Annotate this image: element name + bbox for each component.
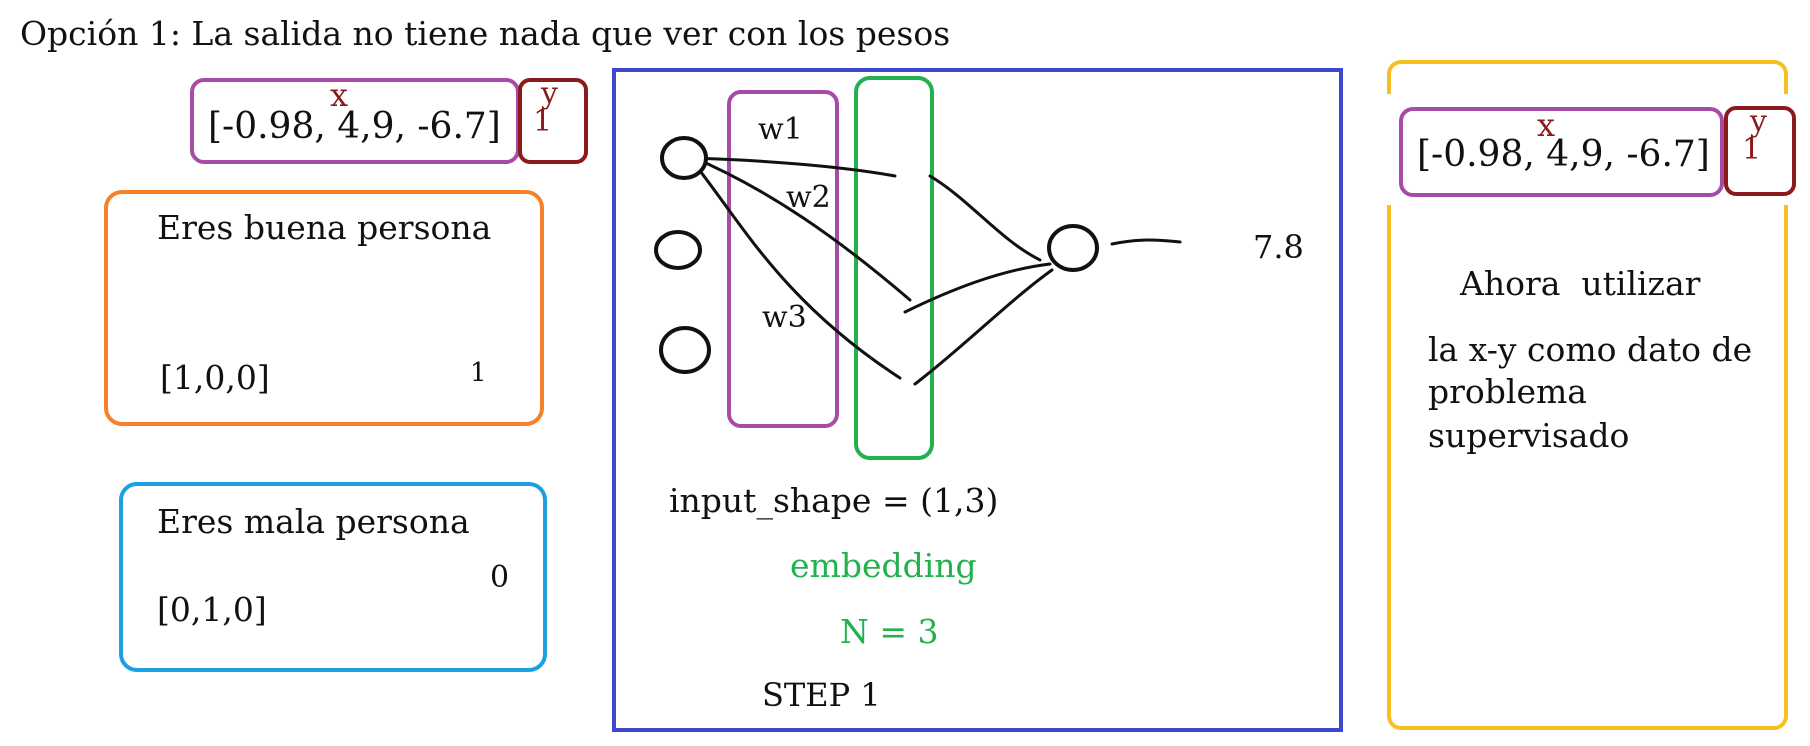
positive-label: 1 [470,358,487,388]
positive-encoding: [1,0,0] [160,358,270,397]
input-shape-text: input_shape = (1,3) [669,481,999,520]
negative-sentence: Eres mala persona [157,502,470,541]
instruction-line-4: supervisado [1428,416,1630,455]
right-x-values: [-0.98, 4,9, -6.7] [1417,134,1710,175]
right-y-value: 1 [1742,132,1762,167]
instruction-line-3: problema [1428,372,1587,411]
y-label: y [541,76,558,111]
weights-column [727,90,839,428]
input-neuron-2 [654,230,702,270]
edge-hidden1-out [928,174,1042,262]
x-vector-label: x [330,76,349,114]
output-edge [1110,238,1182,246]
step-text: STEP 1 [762,676,881,714]
negative-encoding: [0,1,0] [157,590,267,629]
weight-label-w1: w1 [758,112,803,147]
network-panel [612,68,1343,732]
embedding-column [854,76,934,460]
right-x-label: x [1537,106,1556,144]
edge-w2 [688,154,912,302]
output-value: 7.8 [1253,228,1304,266]
positive-example-box [104,190,544,426]
right-y-label: y [1750,104,1767,139]
positive-sentence: Eres buena persona [157,208,492,247]
input-neuron-3 [659,326,711,374]
right-y-box [1724,106,1796,196]
y-value-box [518,78,588,164]
negative-example-box [119,482,547,672]
right-x-vector-box [1399,107,1724,197]
embedding-text: embedding [790,546,977,585]
weight-label-w3: w3 [762,300,807,335]
edge-hidden2-out [903,262,1052,314]
n-value-text: N = 3 [840,612,939,651]
weight-label-w2: w2 [786,180,831,215]
supervised-panel-bottom [1387,205,1788,730]
x-vector-values: [-0.98, 4,9, -6.7] [208,106,501,147]
input-neuron-1 [660,136,708,180]
edge-w3 [688,156,902,380]
instruction-line-1: Ahora utilizar [1460,264,1701,303]
page-title: Opción 1: La salida no tiene nada que ve… [20,14,951,53]
edge-w1 [688,156,897,178]
edge-hidden3-out [913,268,1054,386]
y-value: 1 [533,104,553,139]
output-neuron [1047,224,1099,272]
negative-label: 0 [490,560,510,595]
instruction-line-2: la x-y como dato de [1428,330,1753,369]
supervised-panel-top [1387,60,1788,94]
